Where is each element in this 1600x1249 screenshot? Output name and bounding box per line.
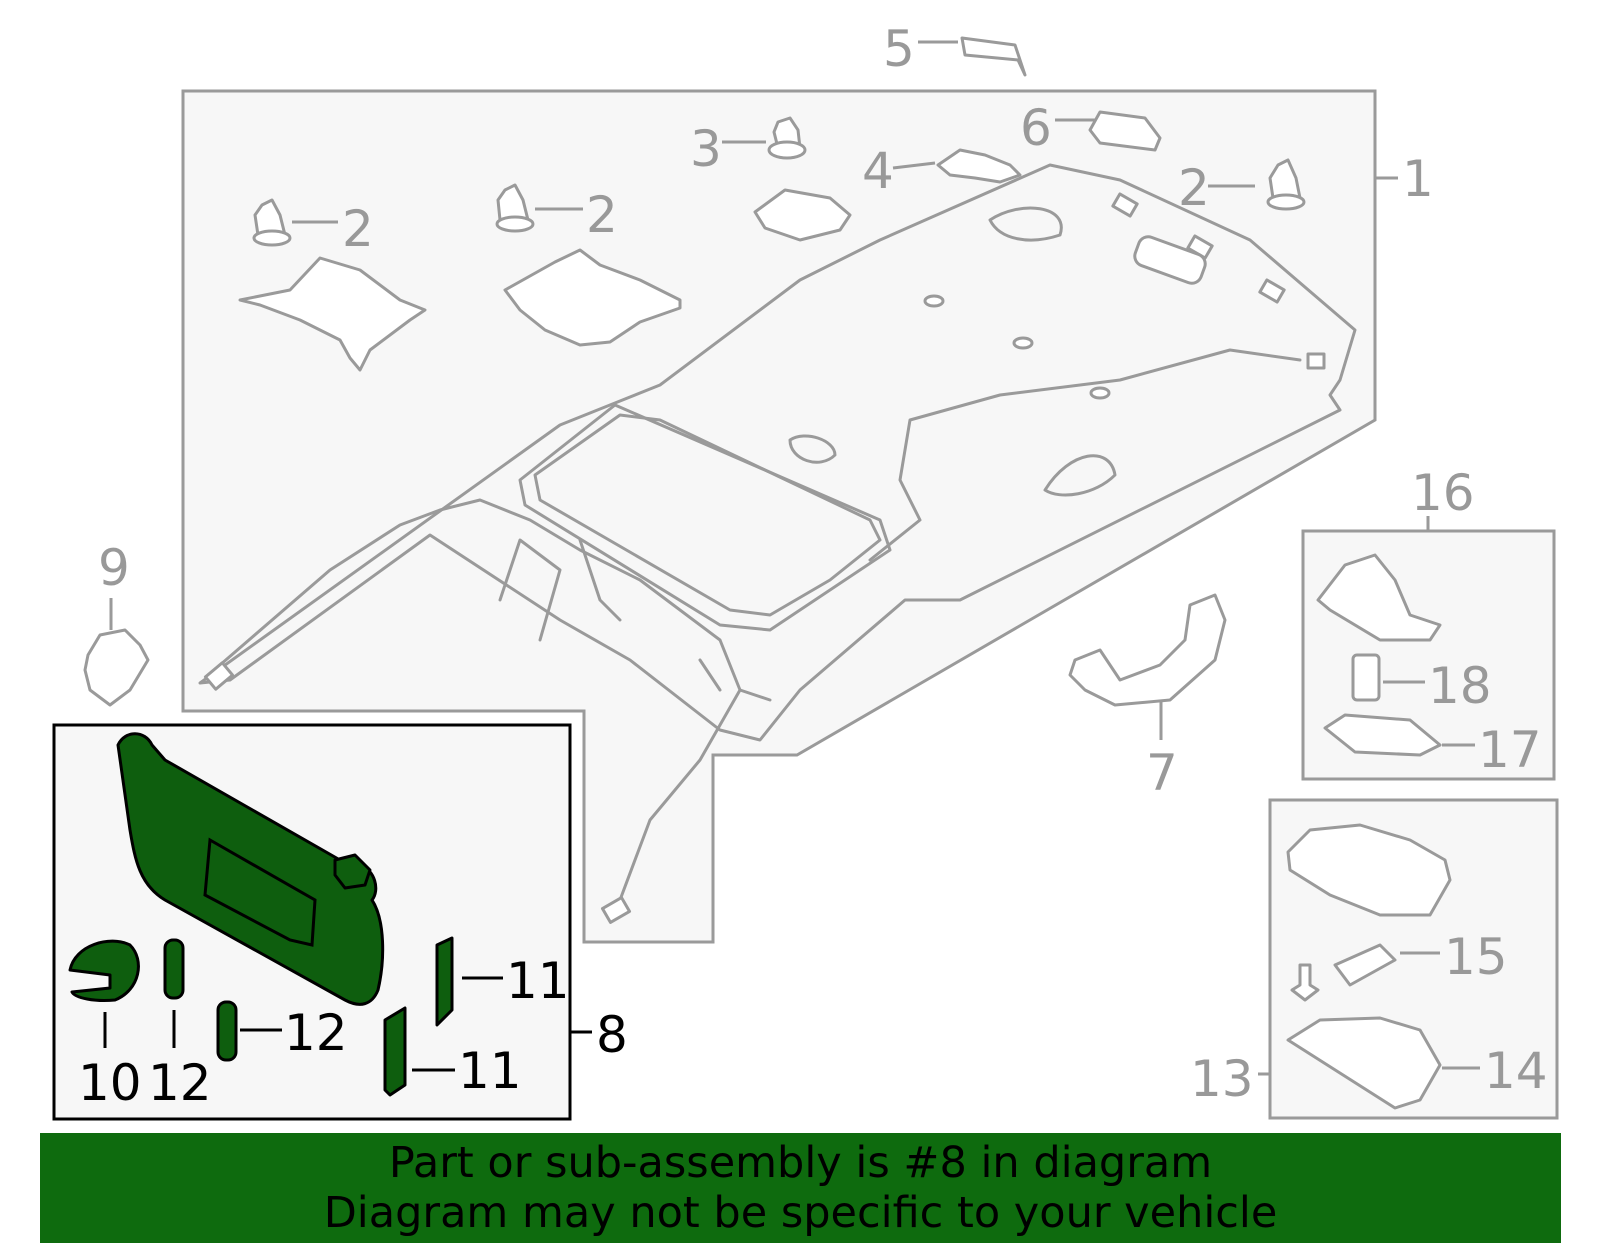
bracket-center	[503, 248, 682, 347]
clip-2a	[252, 198, 292, 247]
callout-18: 18	[1428, 657, 1492, 715]
wiring-harness-left	[218, 498, 742, 902]
callout-6: 6	[1020, 99, 1052, 157]
sun-visor-mirror	[203, 837, 317, 947]
callout-13: 13	[1190, 1050, 1254, 1108]
grab-handle-7	[1068, 593, 1227, 707]
headliner-hole-2	[1012, 336, 1034, 350]
callout-1: 1	[1402, 150, 1434, 208]
sun-visor	[116, 732, 385, 1006]
bracket-4	[936, 148, 1022, 184]
banner-line-2: Diagram may not be specific to your vehi…	[323, 1188, 1278, 1238]
harness-connector-right	[1306, 352, 1326, 370]
map-lamp-housing	[1316, 553, 1442, 642]
callout-16: 16	[1411, 464, 1475, 522]
callout-15: 15	[1444, 928, 1508, 986]
callout-11a: 11	[506, 952, 570, 1010]
callout-11b: 11	[458, 1042, 522, 1100]
callout-12a: 12	[148, 1054, 212, 1112]
headliner-panel	[181, 89, 1377, 944]
visor-holder-12a	[163, 938, 185, 1000]
callout-14: 14	[1484, 1042, 1548, 1100]
callout-9: 9	[98, 539, 130, 597]
callout-17: 17	[1478, 721, 1542, 779]
wiring-branch	[498, 538, 772, 702]
lens-17	[1323, 713, 1442, 757]
headliner-vent-3	[1258, 278, 1286, 304]
callout-3: 3	[690, 120, 722, 178]
sunroof-frame	[518, 403, 892, 632]
harness-connector-left	[203, 661, 235, 691]
headliner-handle-mount	[1043, 454, 1117, 497]
bracket-9	[83, 628, 150, 707]
lens-14	[1286, 1016, 1442, 1110]
headliner-pad	[788, 434, 837, 464]
headliner-outline	[198, 163, 1357, 742]
dome-lamp-housing	[1286, 823, 1452, 917]
headliner-hole-1	[923, 294, 945, 308]
callout-7: 7	[1146, 744, 1178, 802]
clip-2c	[1266, 158, 1306, 211]
sun-visor-pivot	[333, 853, 372, 890]
callout-5: 5	[883, 20, 915, 78]
bracket-5	[960, 36, 1027, 77]
clip-2b	[495, 183, 535, 233]
bulb-15	[1333, 943, 1397, 987]
sunroof-opening	[533, 413, 882, 617]
banner-line-1: Part or sub-assembly is #8 in diagram	[388, 1138, 1213, 1188]
visor-cover-11b	[383, 1006, 407, 1097]
callout-8: 8	[596, 1006, 628, 1064]
bulb-18	[1351, 653, 1381, 702]
callout-2c: 2	[1178, 159, 1210, 217]
cover-6	[1088, 110, 1162, 152]
clip-3	[767, 116, 807, 160]
callout-10: 10	[78, 1054, 142, 1112]
wiring-harness-right	[868, 348, 1302, 562]
bracket-roof	[753, 188, 852, 242]
info-banner: Part or sub-assembly is #8 in diagram Di…	[40, 1133, 1561, 1243]
headliner-hole-3	[1089, 386, 1111, 400]
visor-holder-12b	[216, 1000, 238, 1062]
screw	[1290, 963, 1320, 1002]
callout-12b: 12	[284, 1004, 348, 1062]
headliner-dome-cutout	[1133, 235, 1207, 285]
callout-2b: 2	[586, 186, 618, 244]
visor-cover-11a	[435, 936, 454, 1027]
callout-2a: 2	[342, 200, 374, 258]
headliner-recess	[988, 206, 1063, 242]
headliner-vent-1	[1111, 192, 1139, 218]
visor-arm-10	[68, 939, 140, 1002]
callout-4: 4	[862, 142, 894, 200]
leader-4	[892, 161, 936, 170]
bracket-left	[238, 256, 427, 372]
harness-connector-front	[600, 896, 632, 924]
